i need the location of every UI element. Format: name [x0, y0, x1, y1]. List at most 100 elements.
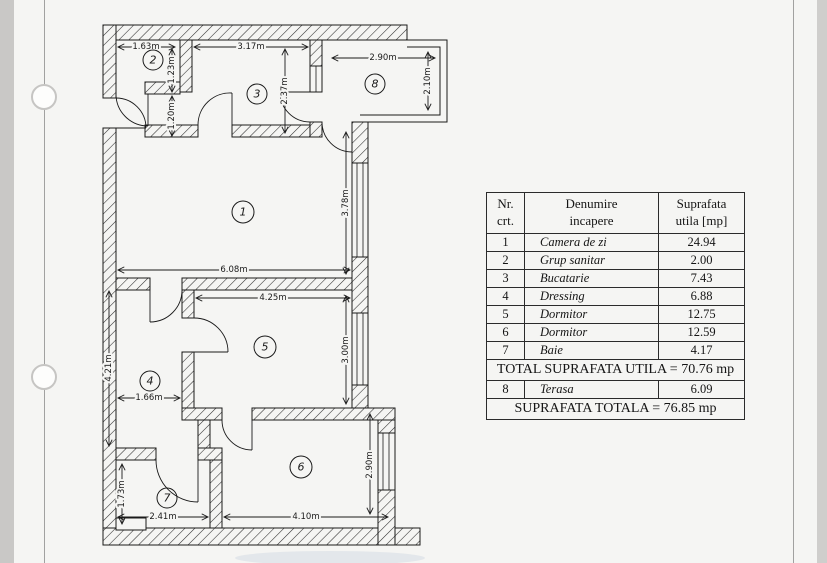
room-number-circle [289, 455, 313, 479]
total-totala-text: SUPRAFATA TOTALA = 76.85 mp [486, 397, 745, 420]
wall [181, 289, 195, 319]
door [193, 317, 229, 353]
room-number: 7 [164, 492, 171, 505]
door [115, 93, 149, 127]
header-line: incapere [569, 212, 614, 228]
room-number-circle [139, 370, 161, 392]
room-number: 8 [372, 78, 379, 91]
header-suprafata: Suprafata utila [mp] [658, 192, 745, 234]
dimension-label: 2.41m [149, 512, 176, 522]
door [221, 419, 253, 451]
row-nr: 4 [486, 286, 525, 306]
table-row: 1 Camera de zi 24.94 [486, 232, 745, 252]
left-fold-line [44, 0, 45, 563]
row-nr: 2 [486, 250, 525, 270]
right-fold-line [793, 0, 794, 563]
floor-plan: 1.63m 3.17m 2.90m 6.08m 4.25m 1.66m 2.41… [102, 24, 448, 563]
row-nr: 6 [486, 322, 525, 342]
row-area: 12.59 [658, 322, 745, 342]
row-name: Bucatarie [524, 268, 659, 288]
dimension-label: 4.10m [292, 512, 319, 522]
room-number: 4 [147, 375, 154, 388]
row-name: Dormitor [524, 304, 659, 324]
row-area: 7.43 [658, 268, 745, 288]
dimension-label: 6.08m [220, 265, 247, 275]
table-header-row: Nr. crt. Denumire incapere Suprafata uti… [486, 192, 745, 234]
row-name: Baie [524, 340, 659, 360]
dimension-label: 1.73m [117, 480, 127, 507]
row-area: 4.17 [658, 340, 745, 360]
row-nr: 5 [486, 304, 525, 324]
scan-right-margin [817, 0, 827, 563]
table-row: 6 Dormitor 12.59 [486, 322, 745, 342]
area-table: Nr. crt. Denumire incapere Suprafata uti… [486, 192, 745, 420]
header-line: Denumire [565, 196, 618, 211]
wall [209, 459, 223, 529]
room-number-circle [253, 335, 277, 359]
door [115, 97, 147, 129]
room-number: 2 [150, 54, 157, 67]
punch-hole [31, 84, 57, 110]
room-number-circle [246, 83, 268, 105]
dimension-label: 1.23m [167, 56, 177, 83]
room-number-circle [231, 200, 255, 224]
stamp-smudge [235, 551, 425, 563]
wall [102, 24, 408, 41]
dimension-label: 4.21m [104, 354, 114, 381]
terrace-parapet [352, 39, 448, 123]
wall [115, 277, 151, 291]
wall [181, 407, 223, 421]
wall [115, 447, 157, 461]
header-nr-crt: Nr. crt. [486, 192, 525, 234]
punch-hole [31, 364, 57, 390]
total-utila-row: TOTAL SUPRAFATA UTILA = 70.76 mp [486, 358, 745, 381]
window [309, 65, 323, 93]
total-utila-text: TOTAL SUPRAFATA UTILA = 70.76 mp [486, 358, 745, 381]
row-area: 6.88 [658, 286, 745, 306]
wall [181, 351, 195, 409]
dimension-label: 1.20m [167, 102, 177, 129]
dimension-label: 2.90m [365, 451, 375, 478]
row-nr: 3 [486, 268, 525, 288]
room-labels-group: 1 2 3 4 5 6 7 8 [139, 49, 386, 509]
row-area: 24.94 [658, 232, 745, 252]
wall [181, 277, 353, 291]
window [351, 162, 369, 258]
header-line: Nr. [497, 196, 514, 211]
table-row: 2 Grup sanitar 2.00 [486, 250, 745, 270]
wall [251, 407, 396, 421]
door [149, 289, 183, 323]
row-area: 6.09 [658, 379, 745, 399]
wall [351, 121, 369, 164]
table-row: 5 Dormitor 12.75 [486, 304, 745, 324]
dimension-label: 2.90m [369, 53, 396, 63]
room-number-circle [364, 73, 386, 95]
row-area: 12.75 [658, 304, 745, 324]
door [155, 459, 199, 503]
row-name: Grup sanitar [524, 250, 659, 270]
window [351, 312, 369, 386]
dimension-label: 4.25m [259, 293, 286, 303]
wall [309, 39, 323, 67]
row-nr: 7 [486, 340, 525, 360]
wall [351, 256, 369, 314]
wall [179, 39, 193, 93]
table-row: 4 Dressing 6.88 [486, 286, 745, 306]
row-name: Dressing [524, 286, 659, 306]
header-denumire: Denumire incapere [524, 192, 659, 234]
room-number: 5 [262, 341, 269, 354]
room-number: 3 [254, 88, 261, 101]
windows-group [115, 65, 396, 531]
scan-left-margin [0, 0, 14, 563]
wall [102, 24, 117, 99]
table-row-terasa: 8 Terasa 6.09 [486, 379, 745, 399]
row-name: Dormitor [524, 322, 659, 342]
header-line: crt. [497, 212, 514, 228]
parapet-outer-line [352, 39, 448, 123]
total-totala-row: SUPRAFATA TOTALA = 76.85 mp [486, 397, 745, 420]
dimensions-group: 1.63m 3.17m 2.90m 6.08m 4.25m 1.66m 2.41… [102, 40, 435, 524]
dimension-label: 1.66m [135, 393, 162, 403]
row-nr: 1 [486, 232, 525, 252]
wall [197, 419, 211, 449]
wall [351, 384, 369, 409]
